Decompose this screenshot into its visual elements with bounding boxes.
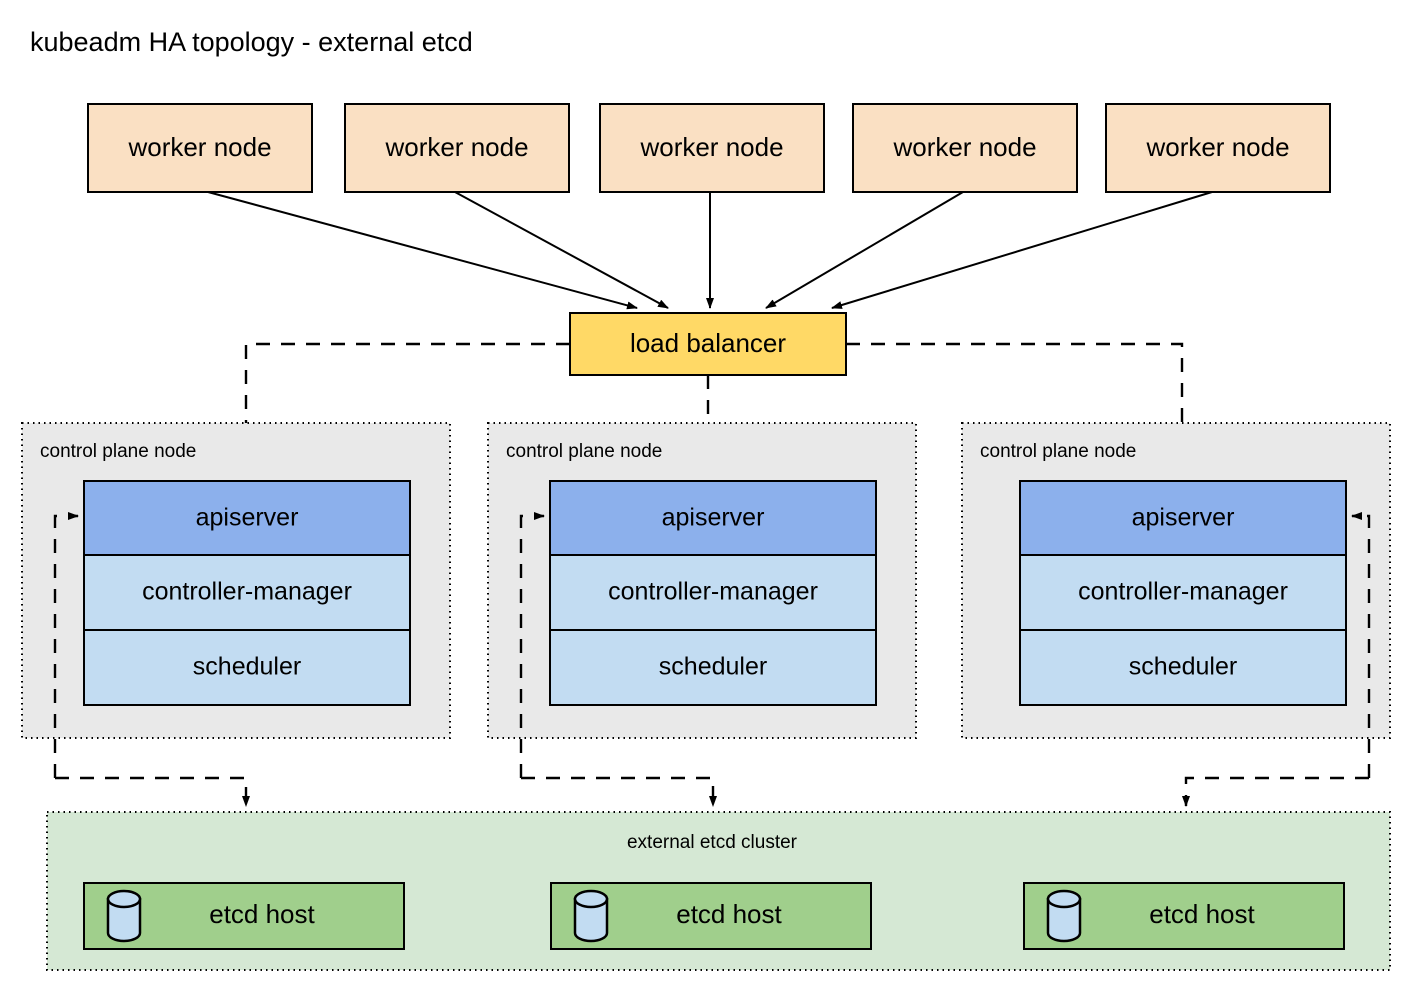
component-scheduler[interactable]: scheduler bbox=[83, 629, 411, 706]
edge-worker5-to-load-balancer bbox=[831, 191, 1213, 309]
component-box bbox=[1019, 629, 1347, 706]
control-plane-node-title: control plane node bbox=[40, 441, 196, 462]
component-box bbox=[549, 480, 877, 556]
edge-worker1-to-load-balancer bbox=[207, 191, 638, 310]
worker-node-5[interactable]: worker node bbox=[1105, 103, 1331, 193]
control-plane-node-3[interactable]: control plane node apiserver controller-… bbox=[961, 422, 1391, 739]
component-controller-manager[interactable]: controller-manager bbox=[549, 554, 877, 631]
component-box bbox=[1019, 480, 1347, 556]
worker-node-box bbox=[599, 103, 825, 193]
worker-node-1[interactable]: worker node bbox=[87, 103, 313, 193]
etcd-host-2[interactable]: etcd host bbox=[550, 882, 872, 950]
load-balancer-label: load balancer bbox=[630, 328, 786, 358]
control-plane-node-title: control plane node bbox=[506, 441, 662, 462]
component-scheduler[interactable]: scheduler bbox=[549, 629, 877, 706]
edge-load-balancer-to-apiserver-1 bbox=[244, 342, 570, 481]
database-cylinder-icon bbox=[573, 889, 609, 943]
component-label: scheduler bbox=[193, 653, 301, 681]
component-label: scheduler bbox=[1129, 653, 1237, 681]
control-plane-node-2[interactable]: control plane node apiserver controller-… bbox=[487, 422, 917, 739]
edge-etcd-to-apiserver-2 bbox=[519, 512, 545, 778]
external-etcd-cluster[interactable]: external etcd cluster etcd host etcd hos… bbox=[46, 811, 1391, 971]
component-label: controller-manager bbox=[608, 578, 818, 606]
load-balancer[interactable]: load balancer bbox=[569, 312, 847, 376]
etcd-host-label: etcd host bbox=[1149, 899, 1255, 929]
worker-node-3[interactable]: worker node bbox=[599, 103, 825, 193]
page-title: kubeadm HA topology - external etcd bbox=[30, 27, 473, 57]
component-label: apiserver bbox=[662, 504, 765, 532]
component-label: apiserver bbox=[196, 504, 299, 532]
edge-worker4-to-load-balancer bbox=[765, 191, 964, 309]
worker-node-label: worker node bbox=[384, 132, 528, 162]
edge-apiserver-1-to-etcd bbox=[55, 776, 250, 807]
edge-worker2-to-load-balancer bbox=[454, 191, 669, 309]
component-apiserver[interactable]: apiserver bbox=[83, 480, 411, 556]
database-cylinder-icon bbox=[106, 889, 142, 943]
component-label: controller-manager bbox=[1078, 578, 1288, 606]
component-box bbox=[1019, 554, 1347, 631]
component-apiserver[interactable]: apiserver bbox=[1019, 480, 1347, 556]
worker-node-label: worker node bbox=[127, 132, 271, 162]
component-controller-manager[interactable]: controller-manager bbox=[1019, 554, 1347, 631]
worker-node-label: worker node bbox=[892, 132, 1036, 162]
load-balancer-box bbox=[569, 312, 847, 376]
worker-node-2[interactable]: worker node bbox=[344, 103, 570, 193]
component-scheduler[interactable]: scheduler bbox=[1019, 629, 1347, 706]
worker-node-4[interactable]: worker node bbox=[852, 103, 1078, 193]
worker-node-box bbox=[344, 103, 570, 193]
component-controller-manager[interactable]: controller-manager bbox=[83, 554, 411, 631]
database-cylinder-icon bbox=[1046, 889, 1082, 943]
etcd-host-label: etcd host bbox=[676, 899, 782, 929]
etcd-cluster-label: external etcd cluster bbox=[627, 832, 798, 853]
component-box bbox=[549, 629, 877, 706]
etcd-host-3[interactable]: etcd host bbox=[1023, 882, 1345, 950]
edge-etcd-to-apiserver-1 bbox=[53, 512, 79, 778]
worker-node-box bbox=[852, 103, 1078, 193]
edge-etcd-to-apiserver-3 bbox=[1351, 512, 1371, 778]
control-plane-node-title: control plane node bbox=[980, 441, 1136, 462]
component-label: controller-manager bbox=[142, 578, 352, 606]
component-label: apiserver bbox=[1132, 504, 1235, 532]
component-label: scheduler bbox=[659, 653, 767, 681]
component-box bbox=[83, 629, 411, 706]
edge-apiserver-3-to-etcd bbox=[1182, 776, 1369, 807]
etcd-host-label: etcd host bbox=[209, 899, 315, 929]
control-plane-node-1[interactable]: control plane node apiserver controller-… bbox=[21, 422, 451, 739]
etcd-host-1[interactable]: etcd host bbox=[83, 882, 405, 950]
worker-node-box bbox=[87, 103, 313, 193]
worker-node-box bbox=[1105, 103, 1331, 193]
worker-node-label: worker node bbox=[1145, 132, 1289, 162]
edge-apiserver-2-to-etcd bbox=[521, 776, 717, 807]
component-apiserver[interactable]: apiserver bbox=[549, 480, 877, 556]
component-box bbox=[549, 554, 877, 631]
worker-node-label: worker node bbox=[639, 132, 783, 162]
